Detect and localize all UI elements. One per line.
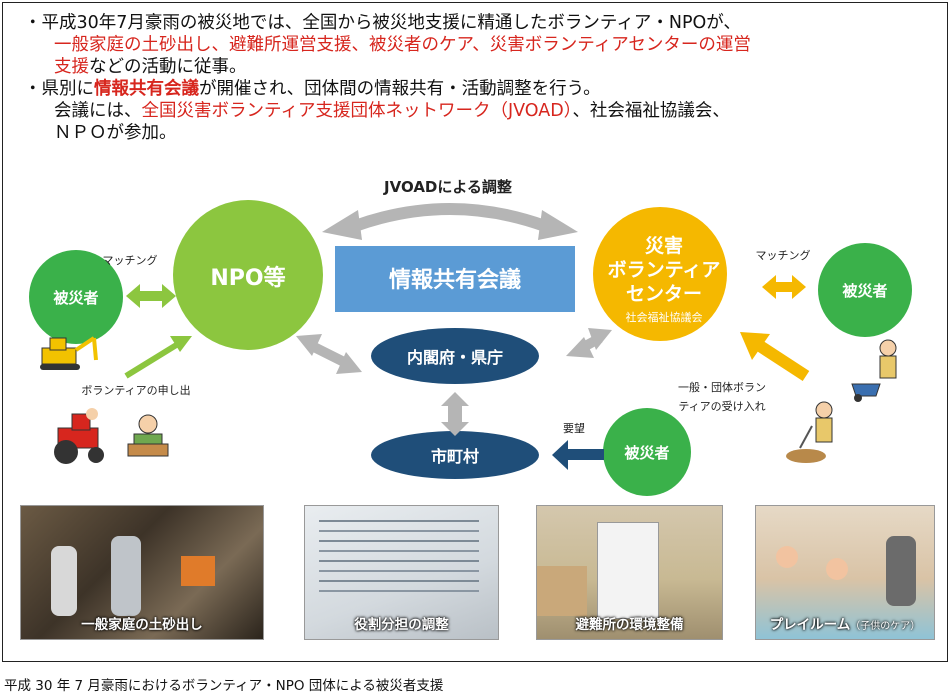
tractor-icon: [54, 408, 104, 464]
info-meeting-box: [335, 246, 575, 312]
volunteer-apply-label: ボランティアの申し出: [81, 383, 190, 397]
city-ellipse: [371, 431, 539, 479]
figure-caption: 平成 30 年 7 月豪雨におけるボランティア・NPO 団体による被災者支援: [4, 678, 444, 694]
bullet-2-line-1: ・県別に情報共有会議が開催され、団体間の情報共有・活動調整を行う。: [24, 78, 924, 100]
center-line-3: センター: [626, 283, 702, 305]
farmer-icon: [127, 414, 169, 457]
npo-label: NPO等: [210, 265, 285, 291]
jvoad-coordination-arrow: [322, 203, 578, 240]
matching-right-label: マッチング: [756, 248, 811, 262]
jvoad-label: JVOADによる調整: [383, 178, 512, 196]
gov-city-arrow: [441, 392, 469, 436]
npo-gov-arrow: [296, 334, 362, 374]
bullet-2-line-3: ＮＰＯが参加。: [54, 123, 177, 143]
photo-playroom: プレイルーム（子供のケア）: [755, 505, 935, 640]
bullet-1-tail: などの活動に従事。: [89, 57, 247, 77]
victim-left-circle: [29, 250, 123, 344]
bullet-2-line2-post: 、社会福祉協議会、: [572, 101, 730, 121]
gov-ellipse: [371, 328, 539, 384]
accept-label-line-1: 一般・団体ボラン: [678, 380, 766, 394]
matching-right-arrow: [762, 275, 806, 299]
excavator-icon: [40, 336, 98, 370]
photo-shelter-environment-title: 避難所の環境整備: [575, 617, 684, 633]
request-label: 要望: [563, 422, 585, 435]
volunteer-apply-arrow: [124, 336, 192, 379]
bullet-1-line-1: ・平成30年7月豪雨の被災地では、全国から被災地支援に精通したボランティア・NP…: [24, 13, 741, 33]
victim-right-label: 被災者: [842, 282, 887, 300]
bullet-1-highlight: 支援: [54, 57, 89, 77]
photo-playroom-title-sub: （子供のケア）: [850, 621, 921, 632]
bullet-2-line2-highlight: 全国災害ボランティア支援団体ネットワーク（JVOAD）: [141, 101, 573, 121]
center-line-1: 災害: [645, 234, 683, 257]
intro-bullets: ・平成30年7月豪雨の被災地では、全国から被災地支援に精通したボランティア・NP…: [24, 12, 924, 144]
npo-circle: [173, 200, 323, 350]
victim-left-label: 被災者: [53, 289, 98, 307]
center-sub-label: 社会福祉協議会: [626, 310, 703, 324]
request-arrow: [552, 440, 604, 470]
bullet-2-pre: ・県別に: [24, 79, 94, 99]
photo-role-coordination-title: 役割分担の調整: [354, 617, 449, 633]
photo-mud-removal-title: 一般家庭の土砂出し: [81, 617, 203, 633]
matching-left-arrow: [126, 284, 176, 308]
gov-label: 内閣府・県庁: [407, 348, 503, 367]
center-gov-arrow: [566, 328, 612, 358]
photo-shelter-environment: 避難所の環境整備: [536, 505, 723, 640]
content-frame: [2, 2, 948, 662]
worker-shovel-icon: [786, 401, 833, 463]
photo-playroom-title: プレイルーム（子供のケア）: [756, 613, 934, 633]
photo-playroom-title-main: プレイルーム: [769, 617, 851, 633]
photo-mud-removal: 一般家庭の土砂出し: [20, 505, 264, 640]
bullet-1-line-3: 支援などの活動に従事。: [24, 56, 924, 78]
photo-role-coordination: 役割分担の調整: [304, 505, 499, 640]
volunteer-center-circle: [593, 207, 727, 341]
volunteer-accept-arrow: [740, 332, 810, 382]
info-meeting-label: 情報共有会議: [389, 267, 521, 293]
victim-right-circle: [818, 243, 912, 337]
accept-label-line-2: ティアの受け入れ: [678, 400, 765, 413]
bullet-2-line-2: 会議には、全国災害ボランティア支援団体ネットワーク（JVOAD）、社会福祉協議会…: [24, 100, 924, 122]
bullet-2-highlight: 情報共有会議: [94, 79, 199, 99]
city-label: 市町村: [431, 447, 479, 466]
bullet-2-line2-pre: 会議には、: [54, 101, 142, 121]
matching-left-label: マッチング: [103, 253, 158, 267]
bullet-1-line-2: 一般家庭の土砂出し、避難所運営支援、被災者のケア、災害ボランティアセンターの運営: [54, 35, 751, 55]
worker-wheelbarrow-icon: [851, 339, 897, 402]
bullet-2-post: が開催され、団体間の情報共有・活動調整を行う。: [199, 79, 601, 99]
victim-bottom-circle: [603, 408, 691, 496]
victim-bottom-label: 被災者: [624, 444, 669, 462]
center-line-2: ボランティア: [608, 259, 721, 281]
